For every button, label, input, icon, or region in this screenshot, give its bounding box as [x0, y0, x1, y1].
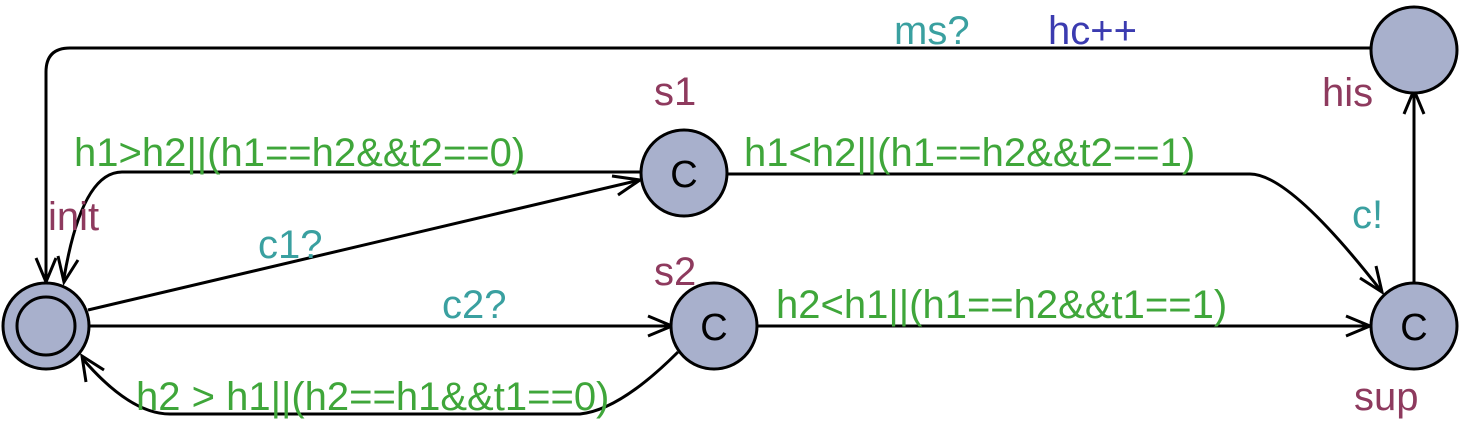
edge-his-to-init: [44, 46, 1370, 280]
assignment-label-hc: hc++: [1048, 9, 1137, 53]
sync-label-c2: c2?: [442, 283, 507, 327]
arrowhead-s2-to-init: [80, 352, 105, 383]
edge-init-to-s1: [87, 178, 641, 312]
arrowhead-s1-to-init: [56, 255, 80, 286]
guard-label-s2-init: h2 > h1||(h2==h1&&t1==0): [136, 375, 609, 419]
arrowhead-init-to-s1: [611, 174, 645, 197]
sync-label-c: c!: [1352, 193, 1383, 237]
location-s1: C: [639, 128, 729, 218]
location-name-s2: s2: [654, 250, 696, 294]
location-name-his: his: [1322, 71, 1373, 115]
arrowhead-s1-to-sup: [1359, 265, 1385, 296]
location-name-s1: s1: [654, 70, 696, 114]
edge-s2-to-init: [80, 350, 680, 416]
location-name-init: init: [48, 195, 99, 239]
location-sup: C: [1369, 281, 1459, 371]
location-his: [1369, 5, 1459, 95]
location-s2: C: [669, 281, 759, 371]
location-init: [1, 281, 91, 371]
edge-s1-to-sup: [728, 172, 1384, 293]
location-name-sup: sup: [1354, 375, 1419, 419]
guard-label-s1-sup: h1<h2||(h1==h2&&t2==1): [744, 131, 1195, 175]
committed-marker-s2: C: [700, 307, 727, 349]
guard-label-s1-init: h1>h2||(h1==h2&&t2==0): [74, 131, 525, 175]
guard-label-s2-sup: h2<h1||(h1==h2&&t1==1): [776, 283, 1227, 327]
committed-marker-sup: C: [1400, 307, 1427, 349]
sync-label-c1: c1?: [258, 223, 323, 267]
sync-label-ms: ms?: [894, 9, 970, 53]
committed-marker-s1: C: [670, 154, 697, 196]
edge-s1-to-init: [62, 170, 640, 279]
